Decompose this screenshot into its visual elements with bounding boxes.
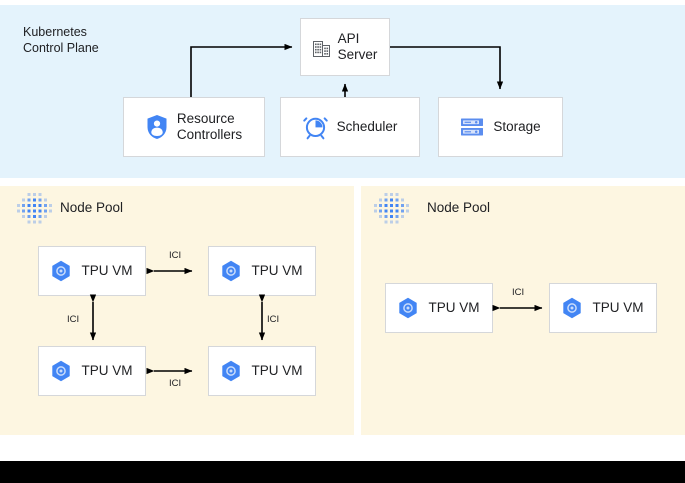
node-pool-left-panel	[0, 186, 354, 435]
tpu-vm-box[interactable]: TPU VM	[208, 246, 316, 296]
node-pool-dots-icon	[17, 193, 52, 224]
tpu-vm-label: TPU VM	[592, 300, 644, 315]
node-pool-left-title: Node Pool	[60, 200, 124, 215]
tpu-hexagon-icon	[222, 360, 241, 382]
tpu-hexagon-icon	[222, 260, 241, 282]
tpu-vm-label: TPU VM	[428, 300, 480, 315]
tpu-vm-box[interactable]: TPU VM	[549, 283, 657, 333]
tpu-vm-box[interactable]: TPU VM	[38, 246, 146, 296]
tpu-hexagon-icon	[399, 297, 418, 319]
tpu-hexagon-icon	[52, 360, 71, 382]
resource-controllers-box[interactable]: Resource Controllers	[123, 97, 265, 157]
bottom-bar	[0, 461, 685, 483]
shield-user-icon	[147, 115, 167, 139]
ici-label: ICI	[67, 314, 80, 325]
tpu-hexagon-icon	[563, 297, 582, 319]
ici-label: ICI	[169, 378, 182, 389]
tpu-vm-label: TPU VM	[81, 263, 133, 278]
storage-label: Storage	[493, 119, 541, 134]
tpu-vm-label: TPU VM	[251, 263, 303, 278]
alarm-clock-icon	[302, 117, 328, 140]
api-server-box[interactable]: API Server	[300, 18, 390, 76]
tpu-vm-label: TPU VM	[81, 363, 133, 378]
ici-label: ICI	[169, 250, 182, 261]
tpu-hexagon-icon	[52, 260, 71, 282]
tpu-vm-box[interactable]: TPU VM	[208, 346, 316, 396]
resource-controllers-label: Resource Controllers	[176, 111, 243, 142]
tpu-vm-label: TPU VM	[251, 363, 303, 378]
control-plane-title: Kubernetes Control Plane	[23, 25, 99, 55]
node-pool-dots-icon	[374, 193, 409, 224]
storage-box[interactable]: Storage	[438, 97, 563, 157]
building-icon	[312, 40, 330, 57]
ici-label: ICI	[267, 314, 280, 325]
server-storage-icon	[461, 118, 484, 136]
api-server-label: API Server	[337, 31, 378, 62]
scheduler-label: Scheduler	[336, 119, 398, 134]
scheduler-box[interactable]: Scheduler	[280, 97, 420, 157]
tpu-vm-box[interactable]: TPU VM	[38, 346, 146, 396]
node-pool-right-title: Node Pool	[427, 200, 491, 215]
ici-label: ICI	[512, 287, 525, 298]
tpu-vm-box[interactable]: TPU VM	[385, 283, 493, 333]
